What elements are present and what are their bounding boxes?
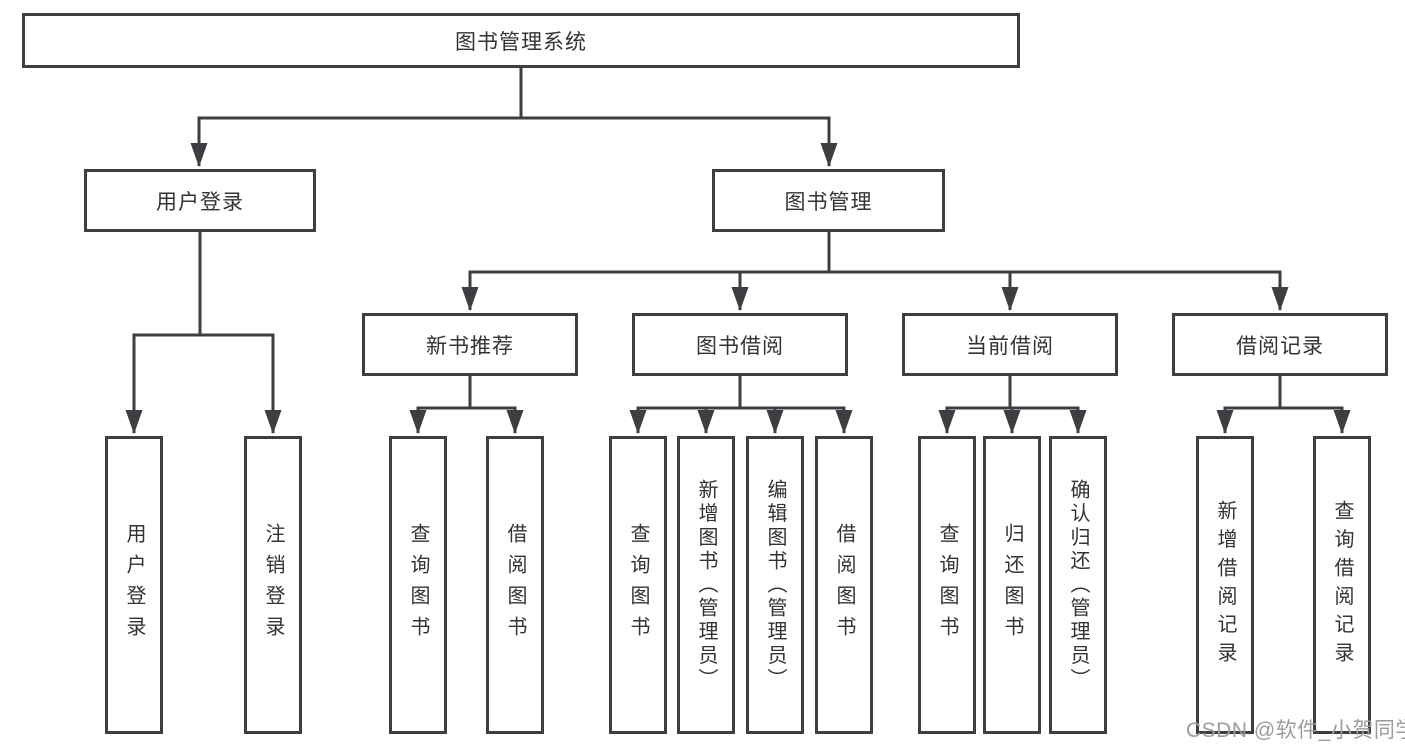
node-user-login: 用户登录 [84,169,316,232]
leaf-user-login: 用户登录 [105,436,163,734]
node-book-management: 图书管理 [712,169,945,232]
leaf-logout: 注销登录 [244,436,302,734]
leaf-query-borrow-record: 查询借阅记录 [1313,436,1371,734]
leaf-borrow-books-borrowing: 借阅图书 [815,436,873,734]
node-new-book-recommendation: 新书推荐 [362,313,578,376]
leaf-query-books-current: 查询图书 [918,436,976,734]
leaf-query-books-recommend: 查询图书 [389,436,447,734]
node-borrowing-records: 借阅记录 [1172,313,1388,376]
leaf-borrow-books-recommend: 借阅图书 [486,436,544,734]
csdn-watermark: CSDN @软件_小贺同学 [1186,719,1405,742]
leaf-query-books-borrowing: 查询图书 [609,436,667,734]
leaf-add-book-admin: 新增图书（管理员） [677,436,735,734]
leaf-add-borrow-record: 新增借阅记录 [1196,436,1254,734]
leaf-return-book: 归还图书 [983,436,1041,734]
node-current-borrowing: 当前借阅 [902,313,1118,376]
leaf-edit-book-admin: 编辑图书（管理员） [746,436,804,734]
node-library-management-system: 图书管理系统 [22,13,1020,68]
leaf-confirm-return-admin: 确认归还（管理员） [1049,436,1107,734]
node-book-borrowing: 图书借阅 [632,313,848,376]
